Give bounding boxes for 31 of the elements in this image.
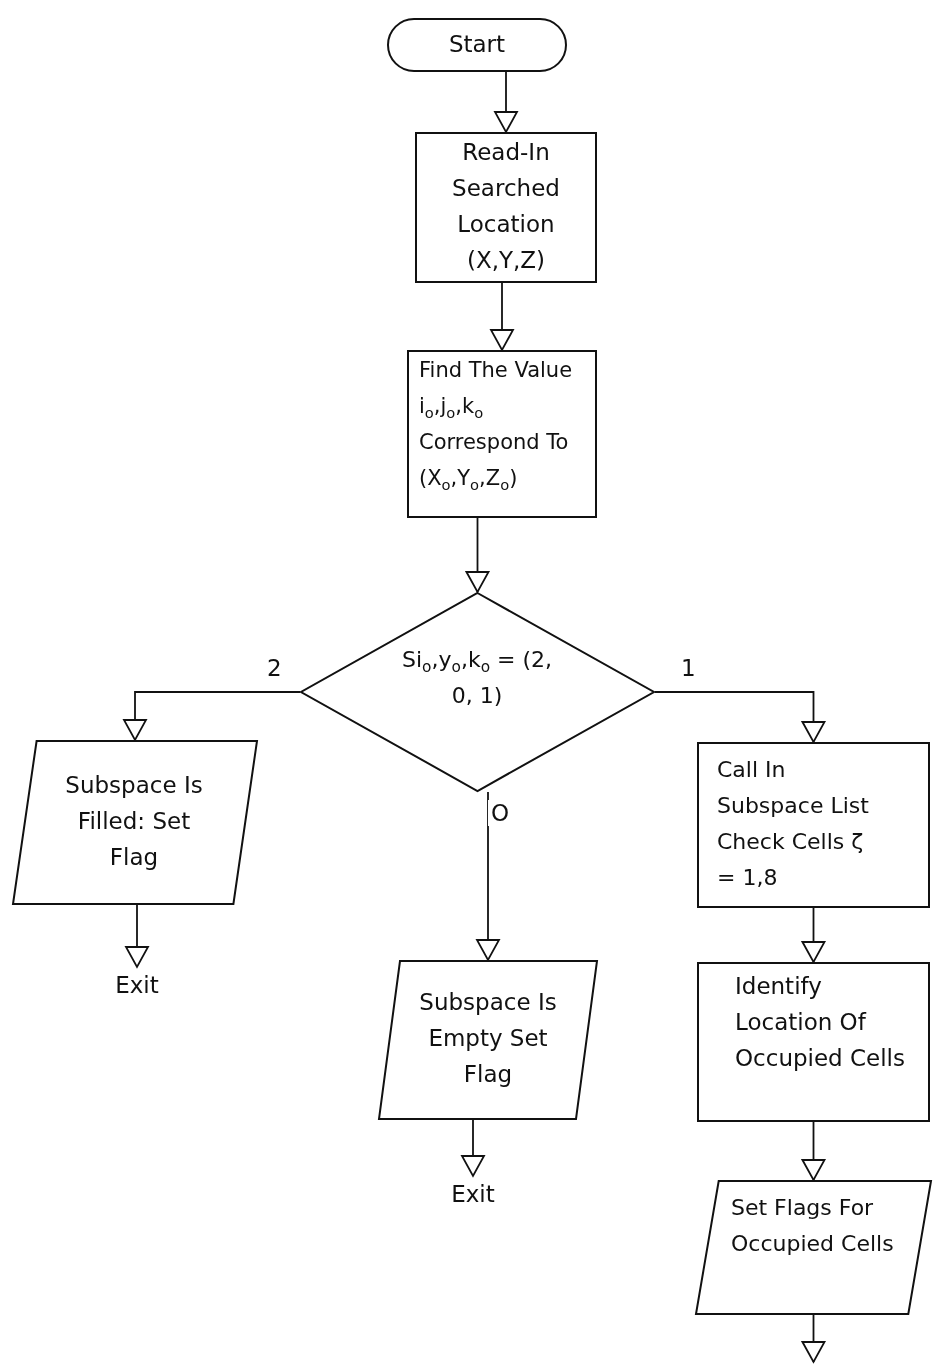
decision-diamond xyxy=(300,592,655,792)
arrow xyxy=(801,1314,826,1363)
process-box xyxy=(407,350,597,518)
process-box xyxy=(415,132,597,283)
arrow xyxy=(476,791,500,961)
arrow xyxy=(123,691,301,741)
arrow xyxy=(801,907,826,963)
arrow xyxy=(125,904,149,968)
node-text: Call In Subspace List Check Cells ζ = 1,8 xyxy=(717,756,870,892)
arrow xyxy=(490,282,514,351)
node-text: Start xyxy=(447,30,507,59)
node-text: Si$_{o}$,y$_{o}$,k$_{o}$ = (2, 0, 1) xyxy=(400,646,554,710)
node-text: Identify Location Of Occupied Cells xyxy=(735,972,905,1073)
arrow xyxy=(654,691,826,743)
exit-label: Exit xyxy=(450,1180,496,1209)
node-text: Subspace Is Empty Set Flag xyxy=(418,988,558,1089)
arrow xyxy=(801,1121,826,1181)
arrow xyxy=(461,1119,485,1177)
arrow xyxy=(465,517,490,593)
process-box xyxy=(697,742,930,908)
process-box xyxy=(697,962,930,1122)
input-output-parallelogram xyxy=(12,740,258,905)
input-output-parallelogram xyxy=(378,960,598,1120)
node-text: Find The Value i$_{o}$,j$_{o}$,k$_{o}$ Correspond To (X$_{o}$,Y$_{o}$,Z$_{o}$) xyxy=(419,357,574,496)
node-text: Set Flags For Occupied Cells xyxy=(731,1194,895,1258)
node-text: Subspace Is Filled: Set Flag xyxy=(64,771,204,872)
node-text: Read-In Searched Location (X,Y,Z) xyxy=(451,138,561,275)
exit-label: Exit xyxy=(114,971,160,1000)
input-output-parallelogram xyxy=(695,1180,932,1315)
arrow xyxy=(494,71,518,133)
start-terminal xyxy=(387,18,567,72)
